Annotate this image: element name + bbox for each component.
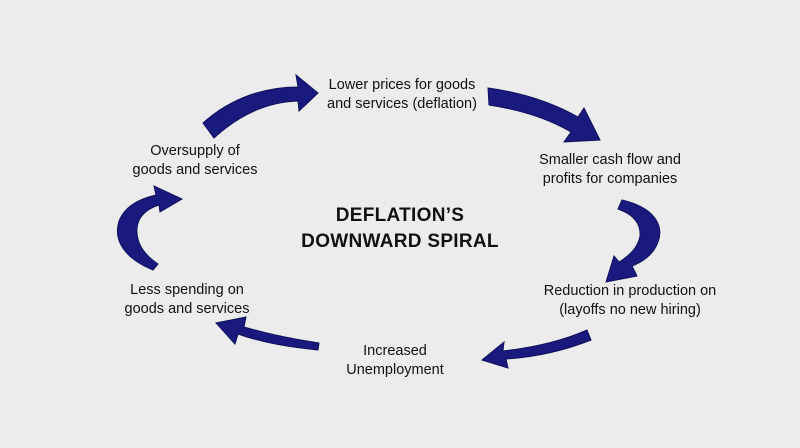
node-less-spending: Less spending on goods and services	[107, 281, 267, 319]
node-less-spending-line2: goods and services	[124, 301, 250, 317]
node-oversupply: Oversupply of goods and services	[120, 142, 270, 180]
node-oversupply-line1: Oversupply of	[150, 143, 240, 159]
arrow-smaller-cash-to-reduction	[605, 199, 661, 283]
arrow-lower-prices-to-smaller-cash	[487, 87, 601, 143]
node-lower-prices-line1: Lower prices for goods	[328, 77, 476, 93]
node-less-spending-line1: Less spending on	[130, 282, 244, 298]
node-lower-prices: Lower prices for goods and services (def…	[308, 76, 496, 114]
arrow-less-spending-to-oversupply	[117, 185, 184, 271]
node-reduction-line2: (layoffs no new hiring)	[559, 302, 701, 318]
node-smaller-cash-flow: Smaller cash flow and profits for compan…	[515, 151, 705, 189]
arrow-oversupply-to-lower-prices	[202, 73, 319, 139]
diagram-title-line2: DOWNWARD SPIRAL	[301, 231, 499, 252]
node-increased-unemployment: Increased Unemployment	[325, 342, 465, 380]
node-smaller-cash-flow-line2: profits for companies	[542, 171, 678, 187]
arrow-unemployment-to-less-spending	[215, 316, 320, 351]
node-unemployment-line2: Unemployment	[346, 362, 444, 378]
node-oversupply-line2: goods and services	[132, 162, 258, 178]
arrow-reduction-to-unemployment	[480, 329, 592, 369]
node-reduction-line1: Reduction in production on	[543, 283, 717, 299]
node-unemployment-line1: Increased	[363, 343, 427, 359]
node-lower-prices-line2: and services (deflation)	[327, 96, 477, 112]
diagram-title-line1: DEFLATION’S	[335, 205, 465, 226]
node-reduction-in-production: Reduction in production on (layoffs no n…	[530, 282, 730, 320]
diagram-title: DEFLATION’S DOWNWARD SPIRAL	[290, 203, 510, 255]
node-smaller-cash-flow-line1: Smaller cash flow and	[539, 152, 681, 168]
